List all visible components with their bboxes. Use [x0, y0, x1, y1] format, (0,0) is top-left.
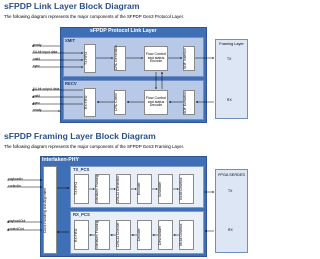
rx-signal-ready: ready [33, 108, 42, 112]
rx-pcs-block-0: RX FIFO [74, 220, 89, 250]
tx-pcs-block-0: TX FIFO [74, 174, 89, 204]
xmit-flow-control-encode: Flow Control and status Encode [144, 46, 168, 71]
recv-sof-extraction: SOF Extraction [183, 90, 195, 115]
xmit-label: XMIT [65, 38, 76, 43]
tx-signal-ready: ready [33, 43, 42, 47]
xmit-crc-generation: CRC Generation [114, 45, 126, 71]
signal-payloadin: payloadin [8, 177, 23, 181]
xmit-flow-control-label: Flow Control and status Encode [145, 51, 167, 64]
framing-layer-title: Framing Layer [219, 42, 244, 46]
rx-pcs-block-1: Interlaken Framing [95, 220, 110, 250]
fpga-serdes-tx: TX [228, 189, 233, 193]
fpga-serdes-rx: RX [228, 228, 233, 232]
rx-pcs-label: RX_PCS [73, 212, 90, 217]
signal-controlout: controlOut [8, 227, 24, 231]
framing-layer-caption: The following diagram represents the maj… [4, 144, 185, 149]
rx-signal-sync: sync [33, 101, 40, 105]
rx-pcs-block-2: CRC32 Checker [116, 220, 131, 250]
framing-layer-heading: sFPDP Framing Layer Block Diagram [4, 131, 156, 141]
rx-signal-output-data: 64-bit output data [33, 87, 60, 91]
protocol-link-layer-title: sFPDP Protocol Link Layer [90, 28, 157, 34]
recv-label: RECV [65, 81, 77, 86]
interlaken-phy-title: Interlaken-PHY [42, 157, 79, 163]
xmit-sof-insertion: SOF Insertion [183, 46, 195, 71]
fpga-serdes-box: FPGA SERDES [215, 169, 248, 253]
tx-pcs-label: TX_PCS [73, 167, 90, 172]
recv-flow-control-decode: Flow Control and status Decode [144, 90, 168, 115]
connector-arrows [6, 45, 215, 236]
framing-layer-tx: TX [227, 57, 232, 61]
tx-signal-valid: valid [33, 57, 40, 61]
fpga-serdes-title: FPGA SERDES [218, 173, 245, 177]
recv-flow-control-label: Flow Control and status Decode [145, 95, 167, 108]
link-layer-heading: sFPDP Link Layer Block Diagram [4, 1, 140, 11]
rx-pcs-block-5: 66:64 Gearbox [179, 220, 194, 250]
rx-pcs-block-4: Descrambler [158, 220, 173, 250]
tx-pcs-block-1: Interlaken Framing [95, 174, 110, 204]
rx-pcs-block-3: Decoder [137, 220, 152, 250]
link-layer-caption: The following diagram represents the maj… [4, 14, 185, 19]
tx-pcs-block-4: Scrambler [158, 174, 173, 204]
signal-controlin: controlin [8, 184, 21, 188]
framing-layer-box: Framing Layer [215, 39, 248, 119]
rx-signal-valid: valid [33, 94, 40, 98]
tx-signal-sync: sync [33, 64, 40, 68]
recv-rx-fifo: RX FIFO [84, 88, 96, 117]
tx-pcs-block-3: Encoder [137, 174, 152, 204]
tx-pcs-block-5: 64:66 Gearbox [179, 174, 194, 204]
signal-payloadout: payloadOut [8, 219, 26, 223]
recv-crc-check: CRC Check [114, 90, 126, 115]
tx-signal-input-data: 64-bit input data [33, 50, 58, 54]
xmit-tx-fifo: TX FIFO [84, 44, 96, 73]
tx-pcs-block-2: CRC32 Generator [116, 174, 131, 204]
framing-layer-rx: RX [227, 98, 232, 102]
clock-handling-block: Clock Handling and Alignment [43, 166, 57, 254]
